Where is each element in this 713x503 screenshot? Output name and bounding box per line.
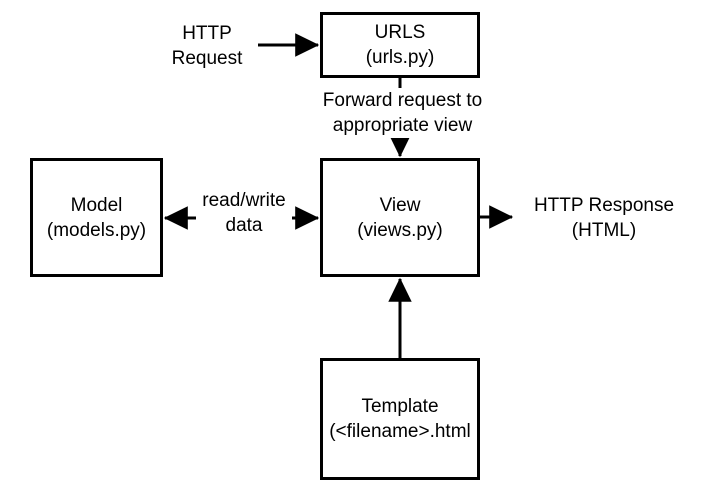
node-model-subtitle: (models.py) — [46, 219, 147, 241]
node-model-title: Model — [70, 194, 123, 216]
node-template[interactable]: Template (<filename>.html — [320, 358, 480, 480]
label-forward-request-line1: Forward request to — [322, 90, 483, 111]
node-view[interactable]: View (views.py) — [320, 158, 480, 277]
label-http-request: HTTP Request — [152, 21, 262, 71]
label-read-write-data-line2: data — [225, 215, 263, 236]
label-read-write-data-line1: read/write — [202, 190, 286, 211]
label-forward-request: Forward request to appropriate view — [318, 88, 487, 138]
node-view-title: View — [379, 194, 421, 216]
label-http-response-line1: HTTP Response — [533, 195, 675, 216]
node-template-subtitle: (<filename>.html — [329, 421, 471, 442]
label-http-response-line2: (HTML) — [571, 220, 637, 241]
node-urls-title: URLS — [374, 22, 426, 43]
label-http-request-line1: HTTP — [182, 23, 232, 44]
node-view-subtitle: (views.py) — [357, 219, 443, 241]
label-http-response: HTTP Response (HTML) — [524, 193, 684, 243]
node-model[interactable]: Model (models.py) — [30, 158, 163, 277]
label-read-write-data: read/write data — [196, 188, 292, 238]
node-template-title: Template — [361, 396, 439, 417]
node-urls[interactable]: URLS (urls.py) — [320, 12, 480, 78]
label-forward-request-line2: appropriate view — [332, 115, 473, 136]
node-urls-subtitle: (urls.py) — [365, 47, 435, 68]
label-http-request-line2: Request — [171, 48, 243, 69]
